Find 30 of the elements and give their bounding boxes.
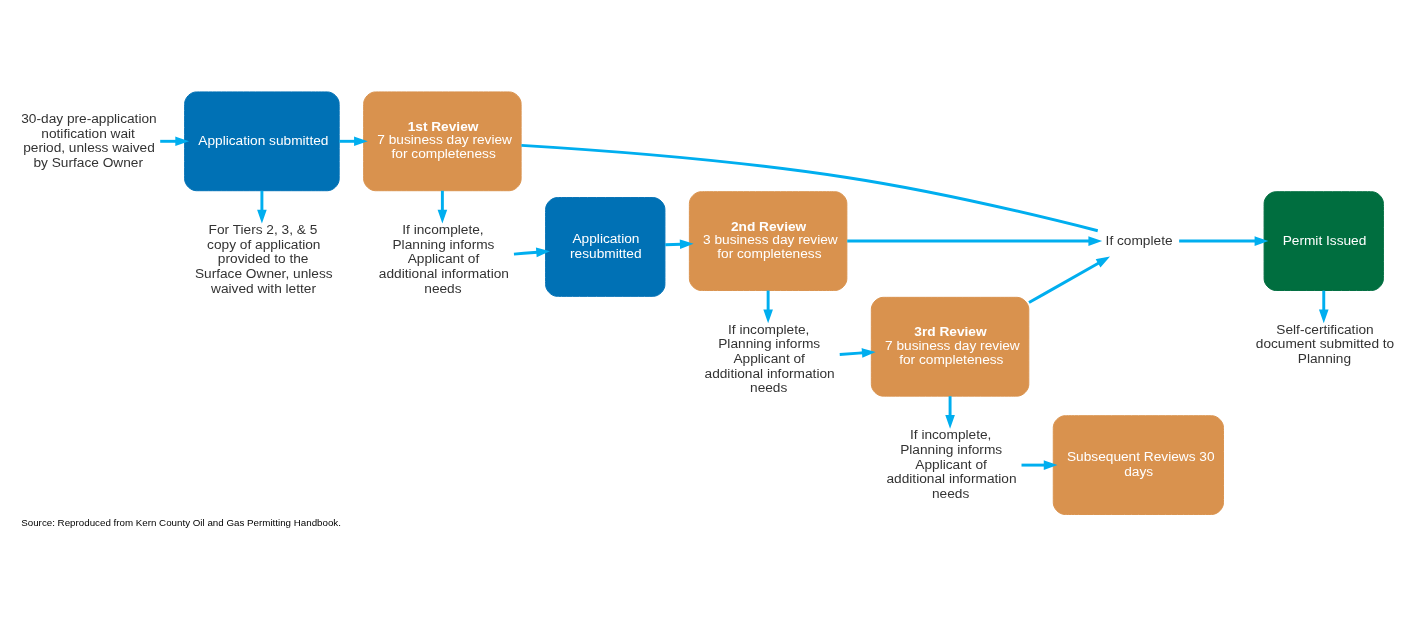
- arrow: [437, 190, 448, 223]
- node-box: Permit Issued: [1263, 190, 1384, 291]
- arrow: [1021, 459, 1058, 470]
- arrow: [945, 395, 955, 429]
- node-text: 30-day pre-application notification wait period, unless waived by Surface Owner: [21, 110, 157, 170]
- caption: Source: Reproduced from Kern County Oil and Gas Permitting Handbook.: [21, 516, 341, 528]
- arrow: [763, 290, 773, 323]
- node-text: If incomplete, Planning informs Applicant of additional information needs: [704, 321, 835, 395]
- node-box: Application resubmitted: [545, 196, 666, 297]
- arrow: [665, 238, 694, 249]
- node-box: Application submitted: [184, 90, 340, 191]
- arrow: [160, 136, 190, 146]
- node-text: If incomplete, Planning informs Applicant of additional information needs: [886, 426, 1017, 501]
- arrow: [257, 190, 267, 223]
- arrow: [1318, 290, 1329, 323]
- node-text: Self-certification document submitted to Planning: [1255, 321, 1395, 366]
- connector: [521, 143, 1099, 232]
- node-text: If complete: [1105, 232, 1173, 248]
- node-box: 1st Review 7 business day review for completeness: [363, 90, 522, 191]
- arrow: [513, 247, 550, 257]
- node-text: For Tiers 2, 3, & 5 copy of application provided to the Surface Owner, unless waived with letter: [194, 221, 333, 296]
- node-box: Subsequent Reviews 30 days: [1052, 414, 1224, 515]
- arrow: [839, 347, 876, 358]
- node-box: 2nd Review 3 business day review for completeness: [688, 190, 848, 291]
- node-box: 3rd Review 7 business day review for completeness: [870, 296, 1030, 397]
- arrow: [847, 235, 1103, 246]
- arrow: [1179, 235, 1269, 246]
- arrow: [339, 136, 368, 146]
- arrow: [1028, 256, 1110, 304]
- node-text: If incomplete, Planning informs Applicant of additional information needs: [378, 221, 509, 296]
